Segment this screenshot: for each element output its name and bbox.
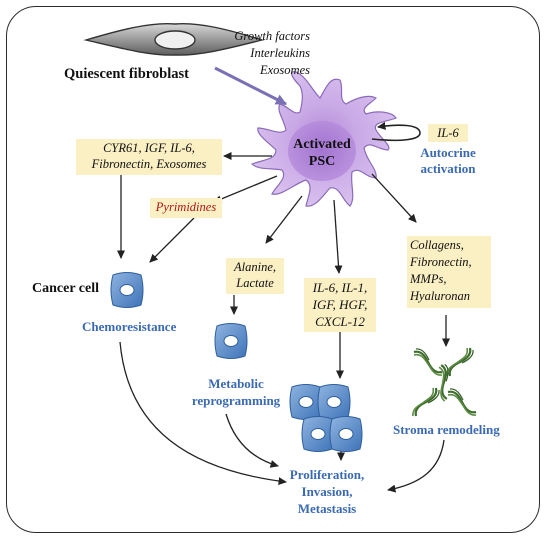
arrow-psc-to-cytokines [333, 199, 343, 274]
signal-exosomes: Exosomes [260, 63, 310, 77]
outcome-label: Proliferation, Invasion, Metastasis [289, 467, 365, 516]
quiescent-fibroblast-icon [83, 22, 265, 56]
arrow-psc-to-pyrimidines [213, 175, 278, 203]
cancer-cell-label: Cancer cell [32, 281, 99, 296]
autocrine-loop-arrow [371, 121, 421, 142]
ecm-box: Collagens, Fibronectin, MMPs, Hyaluronan [407, 236, 491, 308]
metabolites-box: Alanine, Lactate [226, 258, 284, 294]
activated-psc-icon [250, 71, 397, 207]
autocrine-factor-box: IL-6 [428, 124, 468, 142]
cancer-cell-icon [110, 272, 144, 308]
diagram-frame [6, 6, 540, 533]
proliferating-cells-icon [289, 384, 363, 452]
metabolic-reprogramming-label: Metabolic reprogramming [191, 376, 281, 408]
stroma-fibers-icon [411, 346, 478, 418]
arrow-stroma-to-outcome [387, 439, 445, 493]
signals-label: Growth factors Interleukins Exosomes [196, 28, 310, 79]
arrow-metabolic-to-outcome [225, 413, 279, 468]
arrow-psc-to-ecm [371, 173, 417, 223]
activated-psc-label: Activated PSC [293, 137, 351, 169]
cytokines-box: IL-6, IL-1, IGF, HGF, CXCL-12 [304, 278, 376, 332]
arrow-pyrimidines-to-cancer-cell [149, 217, 195, 263]
metabolic-cell-icon [214, 323, 248, 359]
autocrine-activation-label: Autocrine activation [420, 145, 476, 176]
arrow-psc-to-metabolites [265, 195, 303, 244]
quiescent-fibroblast-label: Quiescent fibroblast [64, 66, 189, 82]
signal-interleukins: Interleukins [250, 46, 310, 60]
activation-arrow [214, 66, 287, 106]
cancer-factors-box: CYR61, IGF, IL-6, Fibronectin, Exosomes [76, 139, 222, 175]
pyrimidines-box: Pyrimidines [150, 198, 222, 218]
chemoresistance-label: Chemoresistance [82, 319, 177, 334]
arrow-chemoresistance-to-outcome [119, 341, 287, 486]
stroma-remodeling-label: Stroma remodeling [393, 422, 500, 437]
signal-growth-factors: Growth factors [234, 29, 310, 43]
